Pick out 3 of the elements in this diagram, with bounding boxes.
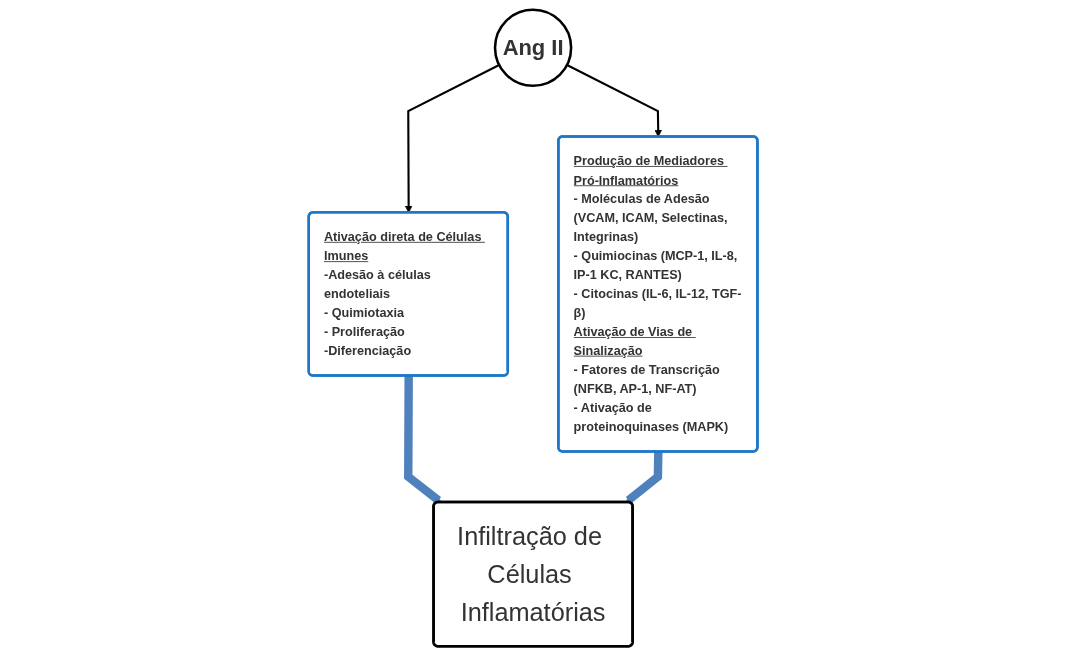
node-circle: Ang II: [494, 8, 573, 87]
arrow: [626, 451, 663, 504]
arrow: [404, 375, 442, 504]
